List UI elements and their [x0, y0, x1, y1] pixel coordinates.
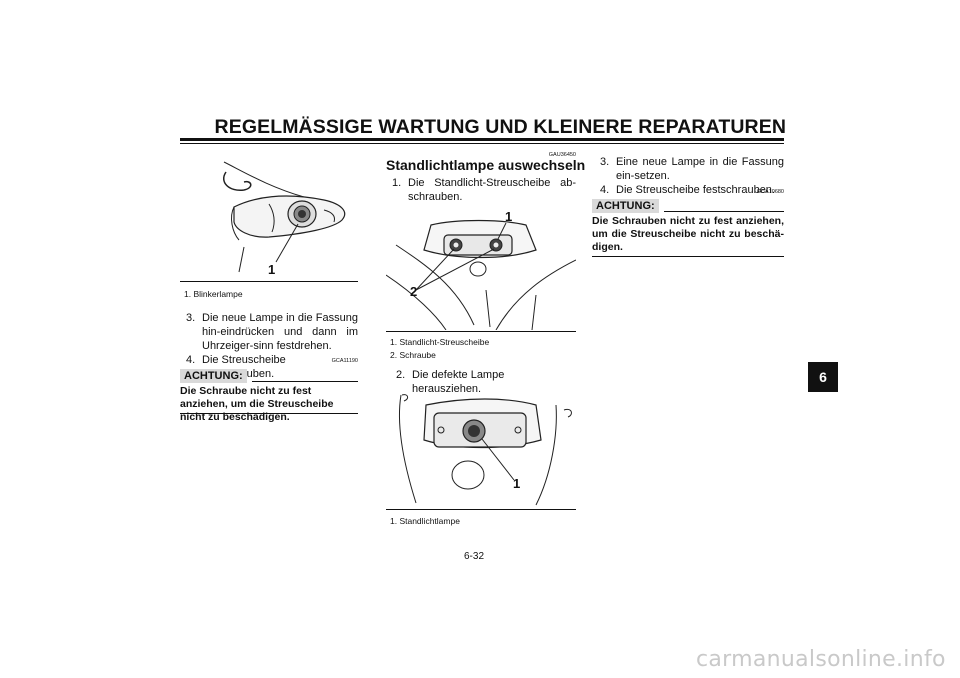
figure-callout-1: 1	[268, 262, 276, 277]
figure-caption: 1. Standlichtlampe	[390, 516, 460, 526]
figure-callout-2: 2	[410, 284, 418, 299]
achtung-label: ACHTUNG:	[180, 366, 247, 384]
step-2: 2. Die defekte Lampe herausziehen.	[396, 368, 576, 396]
page-title: REGELMÄSSIGE WARTUNG UND KLEINERE REPARA…	[214, 116, 786, 138]
figure-divider	[386, 509, 576, 510]
achtung-badge: ACHTUNG:	[180, 369, 247, 383]
caution-end-rule	[180, 413, 358, 414]
caution-text: Die Schraube nicht zu fest anziehen, um …	[180, 385, 334, 423]
step-item: 1. Die Standlicht-Streuscheibe ab-schrau…	[392, 176, 576, 204]
step-1: 1. Die Standlicht-Streuscheibe ab-schrau…	[392, 176, 576, 204]
achtung-rule	[252, 381, 358, 382]
header-rule	[180, 138, 784, 141]
caption-line: 1. Standlicht-Streuscheibe	[390, 337, 490, 347]
achtung-rule	[664, 211, 784, 212]
step-number: 3.	[600, 156, 610, 168]
figure-divider	[386, 331, 576, 332]
step-text: Die defekte Lampe herausziehen.	[412, 369, 505, 395]
steps-list-left: 3. Die neue Lampe in die Fassung hin-ein…	[186, 311, 358, 381]
step-number: 1.	[392, 177, 402, 189]
step-text: Eine neue Lampe in die Fassung ein-setze…	[616, 156, 784, 182]
step-item: 3. Die neue Lampe in die Fassung hin-ein…	[186, 311, 358, 353]
reference-code: GCA10680	[756, 189, 784, 195]
step-text: Die Streuscheibe festschrauben.	[616, 184, 775, 196]
achtung-badge: ACHTUNG:	[592, 199, 659, 213]
caption-line: 2. Schraube	[390, 350, 436, 360]
caution-end-rule	[592, 256, 784, 257]
reference-code: GCA11190	[331, 358, 358, 364]
figure-callout-1: 1	[513, 476, 521, 491]
figure-captions: 1. Standlicht-Streuscheibe 2. Schraube	[390, 336, 489, 362]
figure-callout-1: 1	[505, 209, 513, 224]
step-item: 3. Eine neue Lampe in die Fassung ein-se…	[600, 155, 784, 183]
step-number: 4.	[600, 184, 610, 196]
section-heading: Standlichtlampe auswechseln	[386, 157, 586, 173]
step-number: 4.	[186, 354, 196, 366]
chapter-tab: 6	[808, 362, 838, 392]
figure-caption: 1. Blinkerlampe	[184, 289, 243, 299]
header-rule-thin	[180, 143, 784, 144]
caution-text: Die Schrauben nicht zu fest anziehen, um…	[592, 215, 784, 253]
reference-code: GAU36450	[548, 152, 576, 158]
turn-signal-illustration	[223, 161, 346, 273]
position-light-lens-illustration	[386, 219, 576, 330]
step-item: 4. Die Streuscheibe festschrauben.	[600, 183, 784, 197]
step-item: 2. Die defekte Lampe herausziehen.	[396, 368, 576, 396]
step-text: Die Standlicht-Streuscheibe ab-schrauben…	[408, 177, 576, 203]
page-number: 6-32	[464, 551, 485, 562]
watermark: carmanualsonline.info	[696, 647, 946, 672]
steps-list-right: 3. Eine neue Lampe in die Fassung ein-se…	[600, 155, 784, 197]
step-number: 3.	[186, 312, 196, 324]
step-text: Die neue Lampe in die Fassung hin-eindrü…	[202, 312, 358, 352]
step-number: 2.	[396, 369, 406, 381]
figure-divider	[180, 281, 358, 282]
achtung-label: ACHTUNG:	[592, 196, 659, 214]
position-light-bulb-illustration	[399, 394, 572, 506]
